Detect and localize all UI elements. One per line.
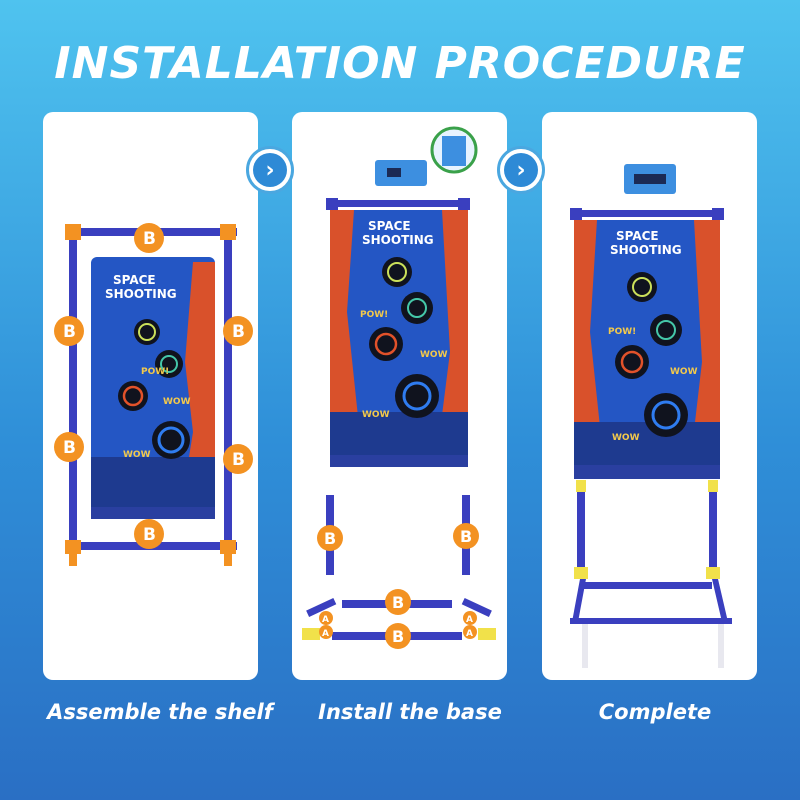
step-caption-assemble: Assemble the shelf <box>47 700 273 724</box>
comic-wow: WOW <box>163 397 191 407</box>
next-step-arrow-icon: › <box>497 146 545 194</box>
svg-text:B: B <box>232 322 245 342</box>
next-step-arrow-icon: › <box>246 146 294 194</box>
svg-text:B: B <box>232 450 245 470</box>
banner-title-line1: SPACE <box>616 229 659 243</box>
target-icon <box>152 421 190 459</box>
banner-title-line2: SHOOTING <box>105 287 177 301</box>
part-b-badge: B <box>134 519 164 549</box>
svg-text:B: B <box>63 438 76 458</box>
step-panel-complete: SPACE SHOOTING POW! WOW WOW <box>542 112 757 680</box>
svg-text:A: A <box>322 629 329 639</box>
target-icon <box>155 350 183 378</box>
step-caption-install-base: Install the base <box>318 700 502 724</box>
target-icon <box>395 374 439 418</box>
step-panel-assemble: SPACE SHOOTING POW! WOW WOW B B B B B B <box>43 112 258 680</box>
banner-title-line2: SHOOTING <box>362 233 434 247</box>
svg-text:B: B <box>460 527 472 546</box>
part-b-badge: B <box>317 525 343 551</box>
comic-pow: POW! <box>608 327 636 337</box>
comic-wow: WOW <box>612 433 640 443</box>
banner-title-line1: SPACE <box>368 219 411 233</box>
part-a-badge: A <box>463 625 477 639</box>
part-b-badge: B <box>223 316 253 346</box>
part-a-badge: A <box>463 611 477 625</box>
part-b-badge: B <box>54 316 84 346</box>
svg-text:B: B <box>392 593 404 612</box>
target-icon <box>650 314 682 346</box>
base-illustration: SPACE SHOOTING POW! WOW WOW B B B B A A … <box>302 126 496 649</box>
target-icon <box>382 257 412 287</box>
target-icon <box>369 327 403 361</box>
step-panel-install-base: SPACE SHOOTING POW! WOW WOW B B B B A A … <box>292 112 507 680</box>
part-b-badge: B <box>453 523 479 549</box>
svg-text:B: B <box>143 229 156 249</box>
svg-text:A: A <box>322 615 329 625</box>
comic-wow: WOW <box>123 450 151 460</box>
part-b-badge: B <box>54 432 84 462</box>
target-icon <box>615 345 649 379</box>
part-b-badge: B <box>385 589 411 615</box>
banner-title-line2: SHOOTING <box>610 243 682 257</box>
part-b-badge: B <box>223 444 253 474</box>
comic-pow: POW! <box>360 310 388 320</box>
svg-text:A: A <box>466 615 473 625</box>
comic-wow: WOW <box>420 350 448 360</box>
svg-text:B: B <box>143 525 156 545</box>
svg-text:B: B <box>392 627 404 646</box>
target-icon <box>118 381 148 411</box>
comic-wow: WOW <box>362 410 390 420</box>
complete-illustration: SPACE SHOOTING POW! WOW WOW <box>570 164 732 668</box>
page-title: INSTALLATION PROCEDURE <box>54 38 746 89</box>
target-icon <box>401 292 433 324</box>
svg-text:B: B <box>63 322 76 342</box>
part-a-badge: A <box>319 625 333 639</box>
comic-wow: WOW <box>670 367 698 377</box>
part-b-badge: B <box>134 223 164 253</box>
banner-title-line1: SPACE <box>113 273 156 287</box>
part-a-badge: A <box>319 611 333 625</box>
target-icon <box>644 393 688 437</box>
step-caption-complete: Complete <box>598 700 712 724</box>
target-icon <box>627 272 657 302</box>
part-b-badge: B <box>385 623 411 649</box>
target-icon <box>134 319 160 345</box>
svg-text:B: B <box>324 529 336 548</box>
connector-detail-icon <box>430 126 478 174</box>
svg-text:A: A <box>466 629 473 639</box>
shelf-illustration: SPACE SHOOTING POW! WOW WOW B B B B B B <box>54 223 253 566</box>
comic-pow: POW! <box>141 367 169 377</box>
